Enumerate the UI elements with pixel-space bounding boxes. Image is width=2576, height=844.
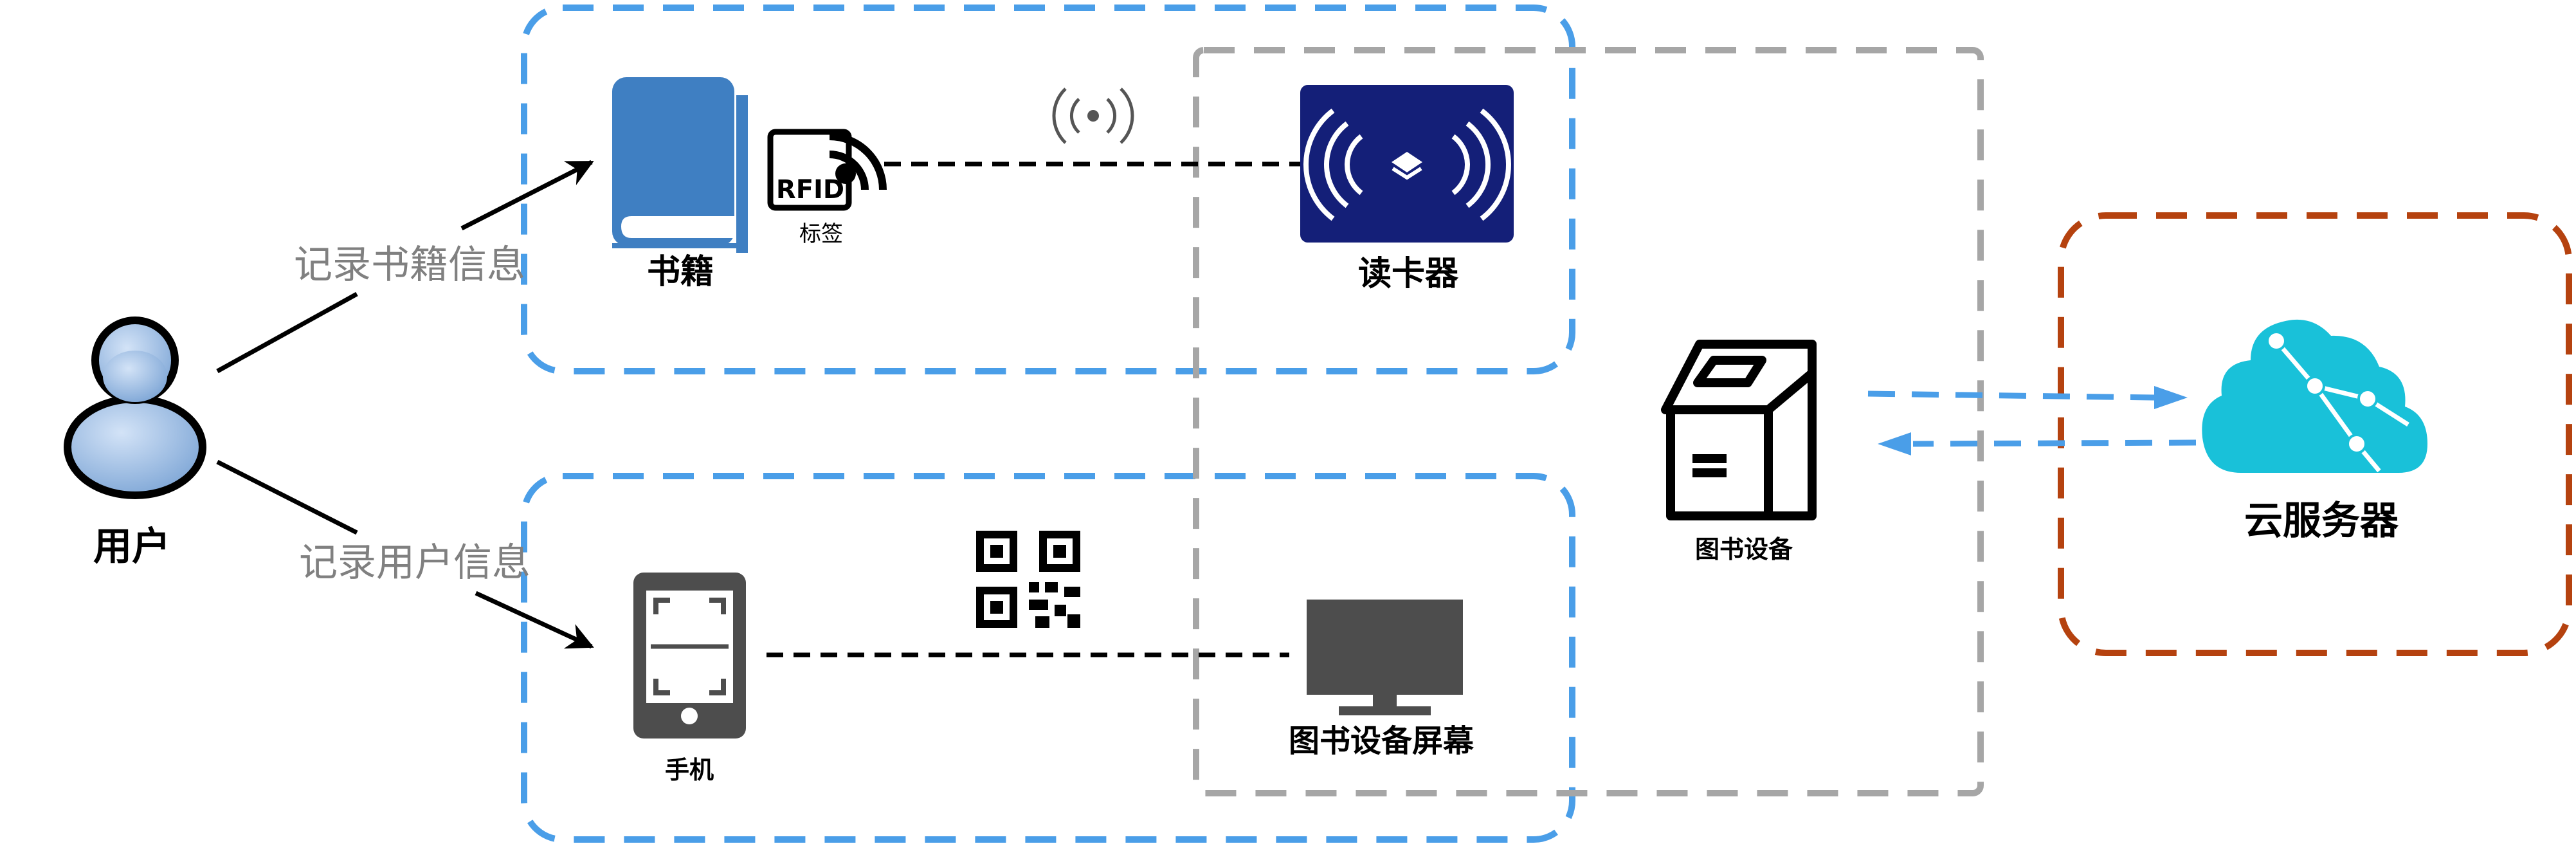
device-screen-label: 图书设备屏幕: [1289, 723, 1474, 759]
card-reader-label: 读卡器: [1358, 255, 1459, 293]
edge-user-phone-line-1: [216, 459, 358, 535]
edge-record-book-label: 记录书籍信息: [294, 243, 525, 288]
phone-group-box: [521, 473, 1575, 843]
book-group-box: [521, 5, 1575, 374]
wireless-signal-icon: [1052, 87, 1134, 144]
qr-code-icon: [976, 531, 1080, 628]
edge-user-phone-line-2: [475, 591, 594, 649]
user-label: 用户: [93, 524, 170, 569]
arrow-to-cloud-head: [2154, 386, 2188, 409]
book-label: 书籍: [647, 253, 714, 291]
device-group-box: [1193, 47, 1984, 796]
library-device-label: 图书设备: [1695, 535, 1793, 564]
edge-record-user-label: 记录用户信息: [299, 540, 531, 585]
book-icon: [612, 77, 748, 253]
cloud-group-box: [2058, 212, 2572, 656]
rfid-tag-label: 标签: [799, 221, 843, 247]
user-icon: [64, 316, 206, 499]
kiosk-icon: [1661, 340, 1817, 520]
rfid-text: RFID: [776, 175, 844, 205]
arrow-to-cloud: [1867, 390, 2155, 401]
arrow-to-device-head: [1878, 432, 1911, 455]
cloud-server-icon: [2202, 319, 2427, 473]
card-reader-icon: [1300, 85, 1514, 243]
edge-user-book-line-1: [216, 291, 358, 374]
arrow-to-device: [1912, 439, 2197, 447]
edge-user-book-line-2: [460, 160, 594, 231]
rfid-tag-icon: RFID: [767, 129, 887, 211]
cloud-server-label: 云服务器: [2244, 499, 2399, 544]
phone-label: 手机: [665, 756, 714, 784]
monitor-icon: [1307, 600, 1463, 715]
phone-icon: [633, 573, 746, 738]
